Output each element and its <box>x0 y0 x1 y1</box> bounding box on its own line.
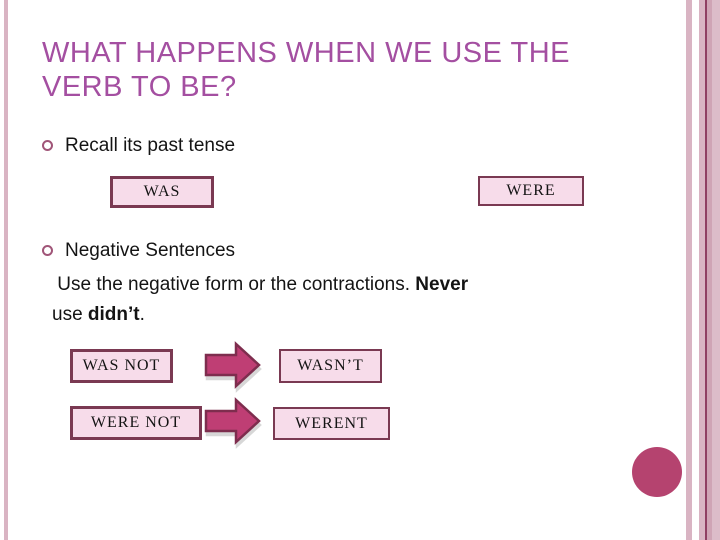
bullet-item-label: Negative Sentences <box>65 240 236 261</box>
paragraph-segment: . <box>139 304 145 325</box>
right-edge-stripe-3 <box>707 0 712 540</box>
negative-form-paragraph: Use the negative form or the contraction… <box>52 270 597 330</box>
were-box-label: WERE <box>506 182 556 199</box>
slide-title-line2: VERB TO BE? <box>42 71 237 103</box>
paragraph-segment: Use the negative form or the contraction… <box>52 274 416 295</box>
right-arrow-icon <box>204 341 261 389</box>
bullet-item-label: Recall its past tense <box>65 135 236 156</box>
wasnt-box: WASN’T <box>279 349 382 383</box>
were-not-box: WERE NOT <box>70 406 202 440</box>
bullet-item-negative-sentences: Negative Sentences <box>42 239 235 263</box>
right-arrow-icon <box>204 397 261 445</box>
paragraph-bold-didnt: didn’t <box>87 304 140 325</box>
werent-box: WERENT <box>273 407 390 440</box>
wasnt-box-label: WASN’T <box>297 357 364 374</box>
slide-title-line1: WHAT HAPPENS WHEN WE USE THE <box>42 37 570 69</box>
was-not-box: WAS NOT <box>70 349 173 383</box>
right-edge-stripe-2 <box>699 0 705 540</box>
paragraph-segment: use <box>52 304 83 325</box>
right-edge-stripe-dark-line <box>705 0 707 540</box>
bullet-ring-icon <box>42 245 53 256</box>
bullet-ring-icon <box>42 140 53 151</box>
was-not-box-label: WAS NOT <box>82 357 161 374</box>
right-edge-stripe-4 <box>712 0 720 540</box>
was-box: WAS <box>110 176 214 208</box>
slide-title: WHAT HAPPENS WHEN WE USE THE VERB TO BE? <box>42 36 642 104</box>
was-box-label: WAS <box>143 183 181 200</box>
werent-box-label: WERENT <box>295 414 368 432</box>
paragraph-bold-never: Never <box>415 274 469 295</box>
were-not-box-label: WERE NOT <box>90 414 182 431</box>
right-edge-stripe-1 <box>686 0 692 540</box>
bullet-item-recall: Recall its past tense <box>42 134 235 158</box>
left-edge-stripe <box>4 0 8 540</box>
were-box: WERE <box>478 176 584 206</box>
corner-circle-decoration <box>632 447 682 497</box>
